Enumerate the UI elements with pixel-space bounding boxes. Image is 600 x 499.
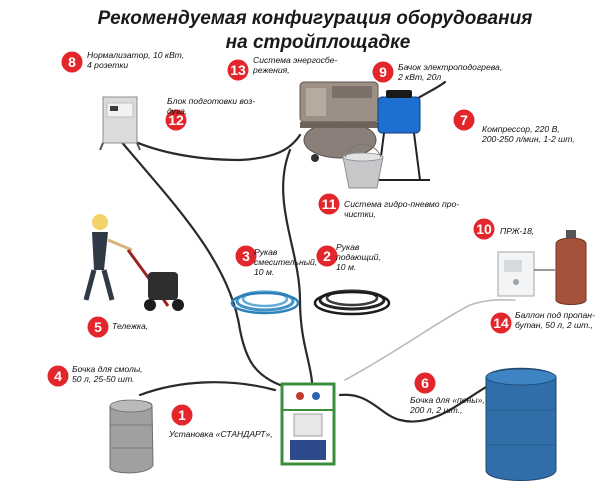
foam-barrel-illustration <box>485 367 557 481</box>
badge-number: 4 <box>54 368 62 384</box>
callout-label-7-line2: 200-250 л/мин, 1-2 шт, <box>481 134 575 144</box>
standard-unit-illustration <box>280 382 336 466</box>
callout-label-14-line1: Баллон под пропан- <box>515 310 595 320</box>
badge-circle <box>318 193 340 215</box>
badge-number: 8 <box>68 54 76 70</box>
badge-number: 3 <box>242 248 250 264</box>
callout-label-6-line1: Бочка для «пены», <box>410 395 485 405</box>
mixing-hose-illustration <box>230 290 300 315</box>
badge-circle <box>165 109 187 131</box>
callout-label-4-line1: Бочка для смолы, <box>72 364 143 374</box>
callout-badge-6: 6 <box>414 372 436 394</box>
callout-label-3-line3: 10 м. <box>254 267 274 277</box>
callout-label-2-line1: Рукав <box>336 242 360 252</box>
badge-number: 11 <box>322 196 337 212</box>
resin-barrel-illustration <box>109 399 154 474</box>
supply-hose-illustration <box>313 289 391 316</box>
heater-tank-illustration <box>377 90 430 181</box>
callout-label-2-line3: 10 м. <box>336 262 356 272</box>
badge-number: 2 <box>323 248 331 264</box>
callout-label-13-line2: режения, <box>252 65 290 75</box>
diagram-title-line1: Рекомендуемая конфигурация оборудования <box>98 8 533 29</box>
callout-label-13-line1: Система энергосбе- <box>253 55 338 65</box>
propane-cylinder-illustration <box>555 230 587 305</box>
cable-normalizer-to-unit <box>118 138 282 387</box>
callout-label-11-line2: чистки, <box>344 209 376 219</box>
callout-label-8-line1: Нормализатор, 10 кВт, <box>87 50 184 60</box>
badge-number: 13 <box>230 62 246 78</box>
callout-badge-7: 7 <box>453 109 475 131</box>
badge-number: 10 <box>476 221 492 237</box>
badge-circle <box>47 365 69 387</box>
callout-label-9-line1: Бачок электроподогрева, <box>398 62 502 72</box>
badge-number: 7 <box>460 112 468 128</box>
hose-foam-barrel <box>338 373 512 423</box>
badge-circle <box>227 59 249 81</box>
callout-label-14-line2: бутан, 50 л, 2 шт., <box>515 320 593 330</box>
trolley-illustration <box>83 214 184 311</box>
callout-label-8-line2: 4 розетки <box>87 60 128 70</box>
badge-circle <box>490 312 512 334</box>
badge-number: 5 <box>94 319 102 335</box>
callout-badge-1: 1 <box>171 404 193 426</box>
badge-number: 14 <box>493 315 509 331</box>
callout-badge-14: 14 <box>490 312 512 334</box>
callout-label-3-line2: смесительный, <box>254 257 317 267</box>
compressor-illustration <box>299 81 382 162</box>
gas-line-propane <box>344 298 516 381</box>
diagram-title-line2: на стройплощадке <box>226 32 411 53</box>
hoses <box>118 80 516 423</box>
badge-number: 12 <box>168 112 184 128</box>
callout-label-6-line2: 200 л, 2 шт., <box>409 405 463 415</box>
badge-number: 6 <box>421 375 429 391</box>
callout-label-10-line1: ПРЖ-18, <box>500 226 534 236</box>
callout-badge-8: 8 <box>61 51 83 73</box>
callout-label-4-line2: 50 л, 25-50 шт. <box>72 374 135 384</box>
badge-circle <box>453 109 475 131</box>
hose-resin-barrel <box>138 381 277 397</box>
badge-circle <box>171 404 193 426</box>
callout-label-9-line2: 2 кВт, 20л <box>397 72 441 82</box>
callout-label-12-line2: духа, <box>167 106 187 116</box>
callout-badge-10: 10 <box>473 218 495 240</box>
callout-label-12-line1: Блок подготовки воз- <box>167 96 255 106</box>
callout-label-1-line1: Установка «СТАНДАРТ», <box>168 429 273 439</box>
badge-circle <box>414 372 436 394</box>
badge-number: 1 <box>178 407 186 423</box>
callout-label-5-line1: Тележка, <box>112 321 148 331</box>
callout-badge-5: 5 <box>87 316 109 338</box>
callout-badge-2: 2 <box>316 245 338 267</box>
badge-number: 9 <box>379 64 387 80</box>
normalizer-illustration <box>99 96 141 151</box>
cleaning-bucket-illustration <box>342 143 384 189</box>
badge-circle <box>235 245 257 267</box>
callout-label-11-line1: Система гидро-пневмо про- <box>344 199 459 209</box>
callout-label-2-line2: подающий, <box>336 252 381 262</box>
badge-circle <box>61 51 83 73</box>
cable-normalizer-to-compressor <box>123 133 302 162</box>
callout-label-7-line1: Компрессор, 220 В, <box>482 124 560 134</box>
callout-label-3-line1: Рукав <box>254 247 278 257</box>
badge-circle <box>87 316 109 338</box>
callout-badge-11: 11 <box>318 193 340 215</box>
air-hose-compressor-to-unit <box>282 148 314 384</box>
badge-circle <box>473 218 495 240</box>
przh-heater-illustration <box>497 251 555 297</box>
callout-badge-4: 4 <box>47 365 69 387</box>
callout-badge-12: 12 <box>165 109 187 131</box>
callout-badge-3: 3 <box>235 245 257 267</box>
callout-badge-9: 9 <box>372 61 394 83</box>
badge-circle <box>372 61 394 83</box>
callout-badge-13: 13 <box>227 59 249 81</box>
badge-circle <box>316 245 338 267</box>
